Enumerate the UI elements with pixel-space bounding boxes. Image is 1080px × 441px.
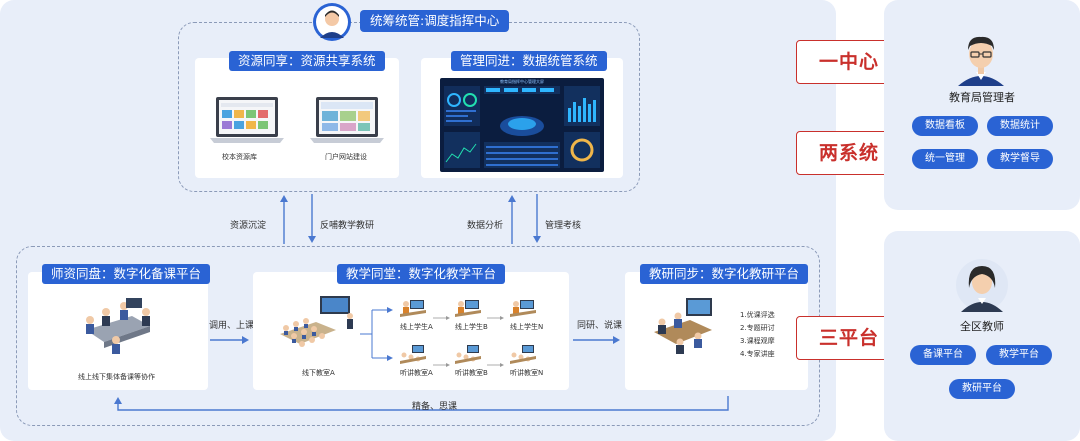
remote-class-a: 听讲教室A <box>400 369 433 377</box>
teacher-name: 全区教师 <box>960 320 1004 333</box>
arrow-up-data <box>507 194 517 244</box>
flow-call-label: 调用、上课 <box>209 321 255 331</box>
flow-sync-label: 同研、说课 <box>577 321 623 331</box>
research-item-3: 3.课程观摩 <box>740 337 775 345</box>
arrow-right-small <box>487 353 505 367</box>
teacher-btn-prep[interactable]: 备课平台 <box>910 345 976 365</box>
flow-down-right-label: 管理考核 <box>545 221 582 231</box>
online-student-b: 线上学生B <box>455 323 488 331</box>
student-desk-icon <box>398 296 428 320</box>
teacher-btn-research[interactable]: 教研平台 <box>949 379 1015 399</box>
teach-platform-title: 教学同堂：数字化教学平台 <box>337 264 506 284</box>
feedback-loop-arrow <box>112 396 732 414</box>
arrow-right-small <box>433 306 451 320</box>
arrow-right-small <box>487 306 505 320</box>
arrow-call <box>210 330 250 344</box>
resource-item-portal: 门户网站建设 <box>325 153 367 161</box>
center-avatar <box>312 2 352 42</box>
student-desk-icon <box>453 296 483 320</box>
flow-down-left-label: 反哺教学教研 <box>320 221 375 231</box>
laptop-icon <box>310 96 384 146</box>
admin-name: 教育局管理者 <box>949 91 1015 104</box>
arrow-down-feedback <box>307 194 317 244</box>
research-item-2: 2.专题研讨 <box>740 324 775 332</box>
prep-platform-caption: 线上线下集体备课等协作 <box>78 373 155 381</box>
meeting-table-illustration <box>76 296 156 356</box>
research-platform-card <box>625 272 808 390</box>
student-desk-icon <box>508 296 538 320</box>
dashboard-screen: 教育局指挥中心管理大屏 <box>440 78 604 172</box>
admin-btn-supervision[interactable]: 教学督导 <box>987 149 1053 169</box>
center-title: 统筹统管:调度指挥中心 <box>360 10 510 32</box>
flow-feedback-label: 精备、思课 <box>412 402 458 412</box>
remote-class-b: 听讲教室B <box>455 369 488 377</box>
flow-up-right-label: 数据分析 <box>467 221 504 231</box>
remote-class-icon <box>398 343 428 367</box>
dashboard-screen-title: 教育局指挥中心管理大屏 <box>500 79 544 84</box>
arrow-sync <box>573 330 621 344</box>
research-platform-title: 教研同步：数字化教研平台 <box>640 264 809 284</box>
research-item-4: 4.专家讲座 <box>740 350 775 358</box>
remote-class-icon <box>453 343 483 367</box>
manage-system-title: 管理同进：数据统管系统 <box>451 51 607 71</box>
branch-connector <box>360 306 394 362</box>
flow-up-left-label: 资源沉淀 <box>230 221 267 231</box>
admin-btn-management[interactable]: 统一管理 <box>912 149 978 169</box>
prep-platform-title: 师资同盘：数字化备课平台 <box>42 264 211 284</box>
teacher-btn-teach[interactable]: 教学平台 <box>986 345 1052 365</box>
remote-class-n: 听讲教室N <box>510 369 544 377</box>
arrow-up-resource <box>279 194 289 244</box>
class-label: 线下教室A <box>302 369 335 377</box>
arrow-right-small <box>433 353 451 367</box>
admin-btn-dashboard[interactable]: 数据看板 <box>912 116 978 136</box>
arrow-down-manage <box>532 194 542 244</box>
remote-class-icon <box>508 343 538 367</box>
admin-btn-statistics[interactable]: 数据统计 <box>987 116 1053 136</box>
laptop-icon <box>210 96 284 146</box>
online-student-a: 线上学生A <box>400 323 433 331</box>
classroom-illustration <box>276 294 360 356</box>
admin-avatar <box>954 30 1008 86</box>
research-meeting-illustration <box>650 296 718 358</box>
online-student-n: 线上学生N <box>510 323 544 331</box>
admin-panel <box>884 0 1080 210</box>
resource-system-title: 资源同享：资源共享系统 <box>229 51 385 71</box>
research-item-1: 1.优课评选 <box>740 311 775 319</box>
teacher-avatar <box>955 258 1009 312</box>
resource-item-library: 校本资源库 <box>222 153 257 161</box>
